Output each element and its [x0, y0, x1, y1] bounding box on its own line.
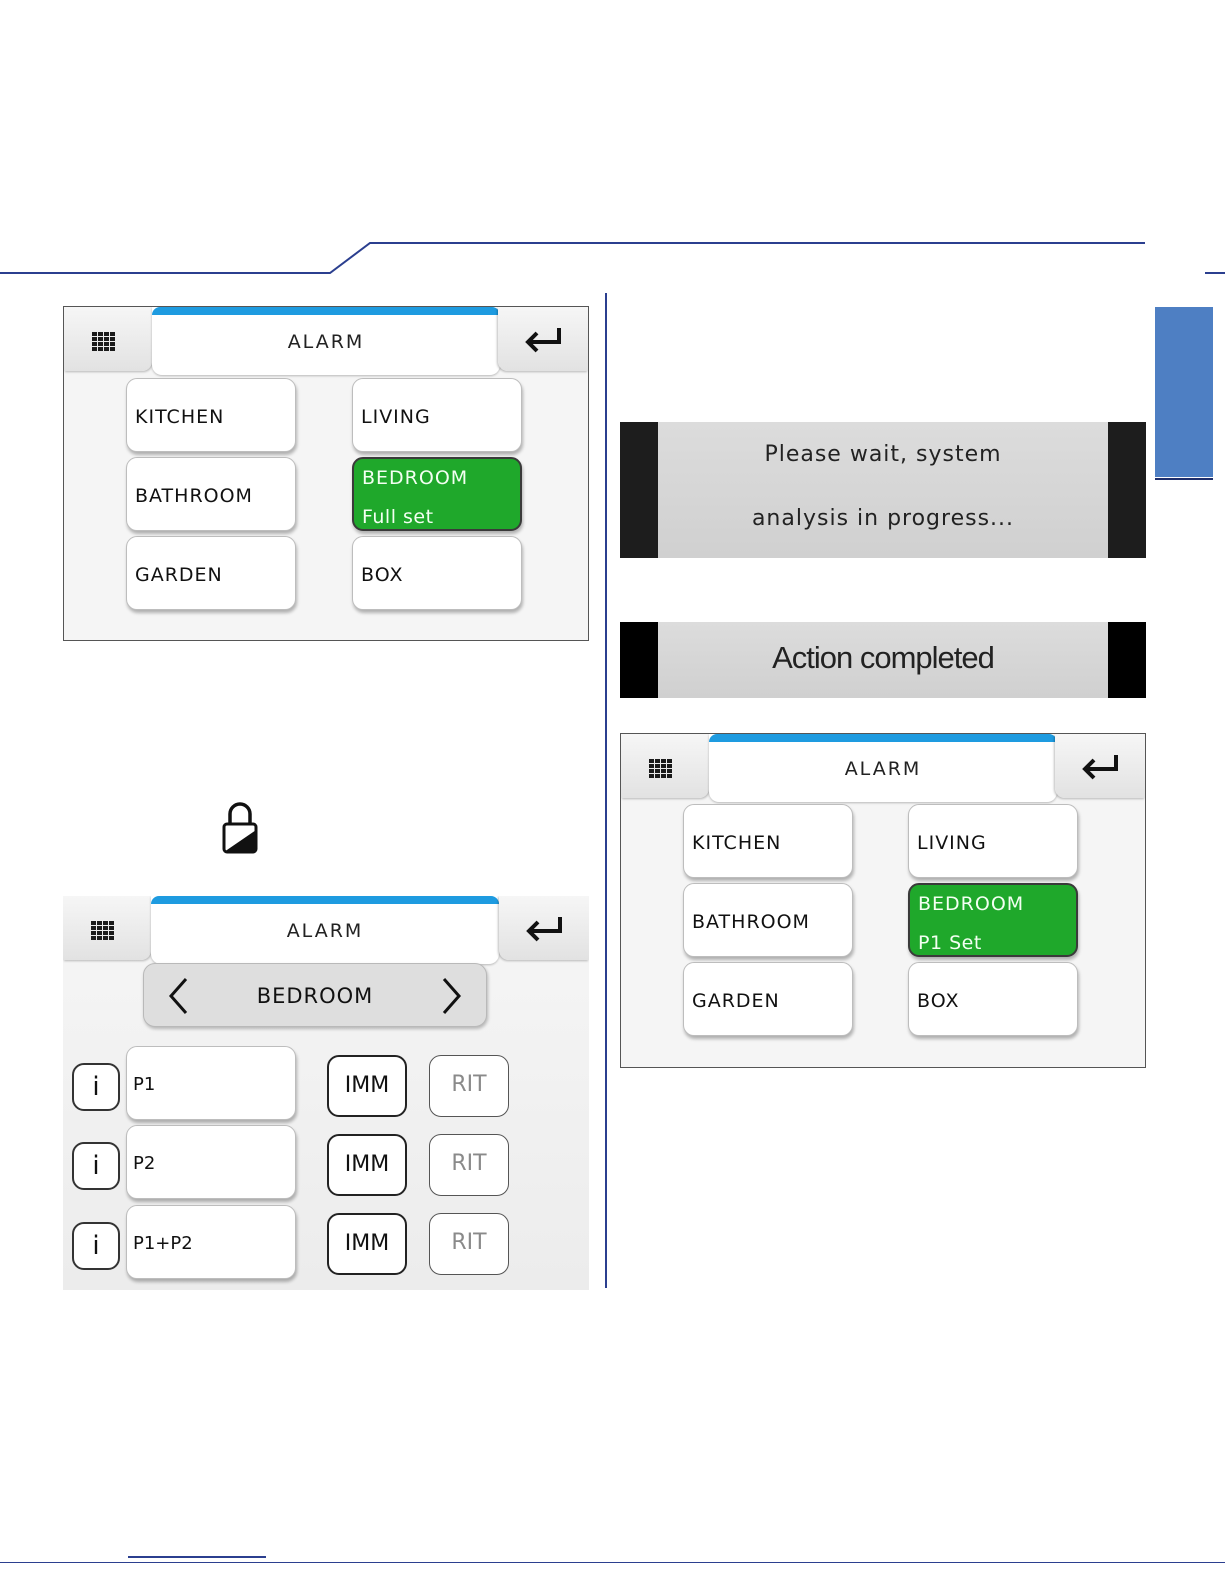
- room-label: KITCHEN: [135, 406, 224, 428]
- grid-icon: [91, 921, 115, 943]
- room-button-kitchen[interactable]: KITCHEN: [126, 378, 296, 452]
- period-label: P1: [133, 1074, 155, 1095]
- footer-link-underline: [128, 1556, 266, 1558]
- wait-banner-panel: Please wait, system analysis in progress…: [658, 422, 1108, 558]
- title-accent-bar: [152, 307, 500, 315]
- room-button-bathroom[interactable]: BATHROOM: [683, 883, 853, 957]
- menu-button[interactable]: [63, 896, 151, 960]
- title-tab: ALARM: [152, 307, 500, 375]
- period-button-p1[interactable]: P1: [126, 1046, 296, 1120]
- room-button-bathroom[interactable]: BATHROOM: [126, 457, 296, 531]
- page-title: ALARM: [152, 331, 500, 353]
- wait-message-line-2: analysis in progress...: [658, 506, 1108, 531]
- column-divider: [605, 293, 607, 1288]
- room-button-bedroom[interactable]: BEDROOM P1 Set: [908, 883, 1078, 957]
- room-label: BATHROOM: [692, 911, 810, 933]
- title-tab: ALARM: [151, 896, 499, 964]
- title-accent-bar: [151, 896, 499, 904]
- return-arrow-icon: [1080, 752, 1120, 782]
- room-label: BEDROOM: [918, 893, 1024, 915]
- lock-icon: [220, 800, 260, 855]
- room-label: GARDEN: [135, 564, 223, 586]
- imm-button-p1-p2[interactable]: IMM: [327, 1213, 407, 1275]
- section-tab: [1155, 307, 1213, 477]
- room-label: BEDROOM: [362, 467, 468, 489]
- room-button-box[interactable]: BOX: [352, 536, 522, 610]
- rit-button-p2[interactable]: RIT: [429, 1134, 509, 1196]
- alarm-screen-full-set: ALARM KITCHEN LIVING BATHROOM BEDROOM Fu…: [63, 306, 589, 641]
- back-button[interactable]: [498, 307, 588, 371]
- page-title: ALARM: [151, 920, 499, 942]
- completed-banner-panel: Action completed: [658, 622, 1108, 698]
- room-status: P1 Set: [918, 932, 982, 954]
- room-label: GARDEN: [692, 990, 780, 1012]
- rit-button-p1[interactable]: RIT: [429, 1055, 509, 1117]
- page-title: ALARM: [709, 758, 1057, 780]
- title-accent-bar: [709, 734, 1057, 742]
- room-label: BOX: [917, 990, 959, 1012]
- info-button-p2[interactable]: i: [72, 1142, 120, 1190]
- imm-button-p1[interactable]: IMM: [327, 1055, 407, 1117]
- room-button-kitchen[interactable]: KITCHEN: [683, 804, 853, 878]
- room-label: BOX: [361, 564, 403, 586]
- footer-rule: [0, 1562, 1225, 1563]
- grid-icon: [92, 332, 116, 354]
- chevron-right-icon[interactable]: [438, 976, 464, 1016]
- selected-room-name: BEDROOM: [144, 984, 486, 1008]
- completed-message: Action completed: [658, 640, 1108, 676]
- period-label: P2: [133, 1153, 155, 1174]
- menu-button[interactable]: [64, 307, 152, 371]
- return-arrow-icon: [523, 325, 563, 355]
- alarm-screen-periods: ALARM BEDROOM i P1 IMM RIT i P2 IMM RIT …: [63, 896, 589, 1290]
- alarm-screen-p1-set: ALARM KITCHEN LIVING BATHROOM BEDROOM P1…: [620, 733, 1146, 1068]
- period-button-p2[interactable]: P2: [126, 1125, 296, 1199]
- room-status: Full set: [362, 506, 434, 528]
- wait-message-line-1: Please wait, system: [658, 442, 1108, 467]
- room-label: LIVING: [917, 832, 987, 854]
- wait-banner: Please wait, system analysis in progress…: [620, 422, 1146, 558]
- period-label: P1+P2: [133, 1233, 193, 1254]
- room-button-garden[interactable]: GARDEN: [126, 536, 296, 610]
- title-tab: ALARM: [709, 734, 1057, 802]
- header-rule: [0, 235, 1225, 285]
- room-label: LIVING: [361, 406, 431, 428]
- return-arrow-icon: [524, 914, 564, 944]
- info-button-p1-p2[interactable]: i: [72, 1222, 120, 1270]
- grid-icon: [649, 759, 673, 781]
- room-button-bedroom[interactable]: BEDROOM Full set: [352, 457, 522, 531]
- room-label: KITCHEN: [692, 832, 781, 854]
- room-button-living[interactable]: LIVING: [908, 804, 1078, 878]
- action-completed-banner: Action completed: [620, 622, 1146, 698]
- period-button-p1-p2[interactable]: P1+P2: [126, 1205, 296, 1279]
- room-button-box[interactable]: BOX: [908, 962, 1078, 1036]
- back-button[interactable]: [499, 896, 589, 960]
- rit-button-p1-p2[interactable]: RIT: [429, 1213, 509, 1275]
- room-label: BATHROOM: [135, 485, 253, 507]
- section-tab-rule: [1155, 478, 1213, 480]
- room-button-living[interactable]: LIVING: [352, 378, 522, 452]
- info-button-p1[interactable]: i: [72, 1063, 120, 1111]
- room-selector: BEDROOM: [143, 963, 487, 1027]
- imm-button-p2[interactable]: IMM: [327, 1134, 407, 1196]
- back-button[interactable]: [1055, 734, 1145, 798]
- room-button-garden[interactable]: GARDEN: [683, 962, 853, 1036]
- menu-button[interactable]: [621, 734, 709, 798]
